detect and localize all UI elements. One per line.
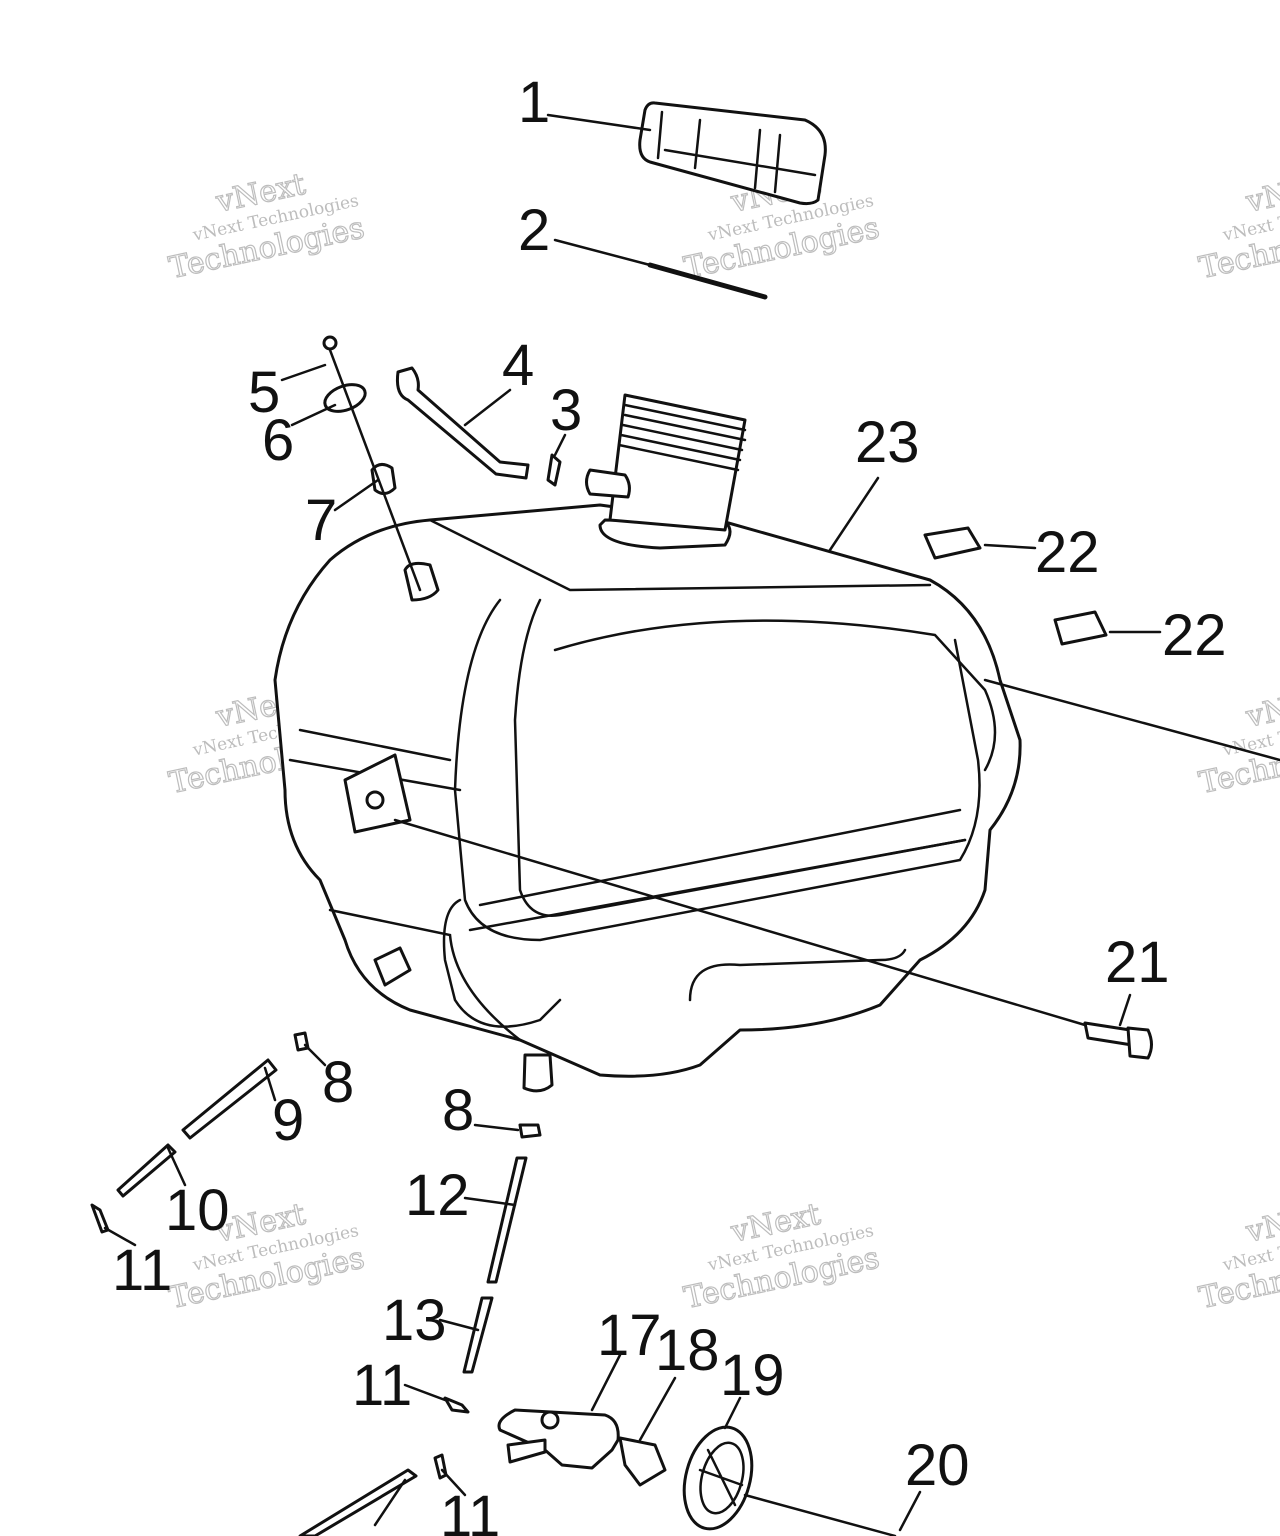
leader-lines bbox=[103, 113, 1280, 1536]
callout-17: 17 bbox=[597, 1303, 662, 1368]
callout-22-lower: 22 bbox=[1162, 603, 1227, 668]
callout-numbers: 1 2 3 4 5 6 7 8 8 9 10 11 11 11 12 13 17… bbox=[112, 70, 1227, 1536]
part-23-fuel-tank bbox=[273, 393, 1022, 1093]
watermark: vNext vNext Technologies Technologies bbox=[1195, 166, 1280, 286]
callout-3: 3 bbox=[550, 378, 582, 443]
part-11-clip-bottom bbox=[433, 1453, 448, 1480]
callout-10: 10 bbox=[165, 1178, 230, 1243]
callout-11-bottom: 11 bbox=[440, 1484, 500, 1536]
part-6-washer bbox=[323, 383, 367, 413]
part-bottom-hose bbox=[298, 1468, 418, 1536]
callout-20: 20 bbox=[905, 1433, 970, 1498]
svg-text:vNext: vNext bbox=[1242, 682, 1280, 735]
callout-11-left: 11 bbox=[112, 1238, 172, 1303]
callout-2: 2 bbox=[518, 198, 550, 263]
callout-1: 1 bbox=[518, 70, 550, 135]
callout-4: 4 bbox=[502, 333, 534, 398]
part-5-screw bbox=[322, 335, 338, 351]
part-21-bolt bbox=[1083, 1021, 1153, 1060]
part-2-seal-strip bbox=[647, 262, 768, 300]
callout-22-upper: 22 bbox=[1035, 520, 1100, 585]
part-17-fuel-valve bbox=[497, 1408, 620, 1470]
callout-8-left: 8 bbox=[322, 1050, 354, 1115]
callout-9: 9 bbox=[272, 1088, 304, 1153]
callout-18: 18 bbox=[655, 1318, 720, 1383]
part-18-valve-stem bbox=[618, 1436, 667, 1487]
callout-23: 23 bbox=[855, 410, 920, 475]
part-8-clamp-center bbox=[518, 1123, 542, 1139]
part-10-hose bbox=[116, 1143, 177, 1198]
part-4-vent-tube bbox=[396, 366, 530, 480]
part-19-valve-knob bbox=[682, 1425, 754, 1531]
callout-5: 5 bbox=[248, 360, 280, 425]
callout-11-center: 11 bbox=[352, 1353, 412, 1418]
watermark: vNext vNext Technologies Technologies bbox=[165, 166, 368, 286]
part-7-grommet bbox=[370, 463, 397, 495]
watermark: vNext vNext Technologies Technologies bbox=[680, 1196, 883, 1316]
part-22-bumper-upper bbox=[923, 526, 982, 560]
svg-text:vNext: vNext bbox=[1242, 1197, 1280, 1250]
callout-13: 13 bbox=[382, 1288, 447, 1353]
svg-text:vNext: vNext bbox=[1242, 167, 1280, 220]
watermark: vNext vNext Technologies Technologies bbox=[1195, 1196, 1280, 1316]
callout-12: 12 bbox=[405, 1163, 470, 1228]
part-11-clip-center bbox=[443, 1396, 470, 1414]
callout-7: 7 bbox=[305, 488, 337, 553]
part-9-hose bbox=[181, 1058, 278, 1140]
part-12-hose bbox=[486, 1156, 528, 1284]
callout-8-center: 8 bbox=[442, 1078, 474, 1143]
callout-19: 19 bbox=[720, 1343, 785, 1408]
part-3-clip bbox=[546, 453, 562, 487]
part-22-bumper-lower bbox=[1053, 610, 1108, 646]
callout-6: 6 bbox=[262, 408, 294, 473]
callout-21: 21 bbox=[1105, 930, 1170, 995]
part-13-hose bbox=[462, 1296, 494, 1374]
watermark: vNext vNext Technologies Technologies bbox=[1195, 681, 1280, 801]
part-5-axis-line bbox=[328, 348, 422, 592]
part-1-cap-cover bbox=[638, 101, 827, 206]
